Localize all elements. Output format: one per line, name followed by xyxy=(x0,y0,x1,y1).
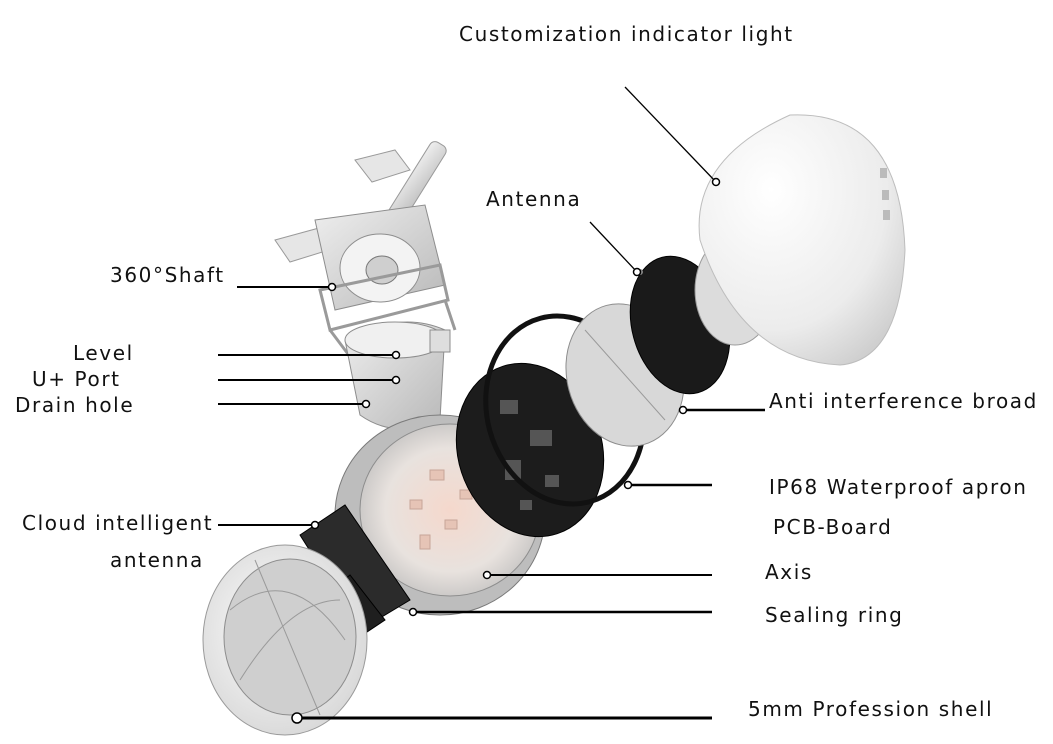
leader-antenna xyxy=(589,221,638,273)
label-anti-interference: Anti interference broad xyxy=(769,389,1038,413)
indicator-dome xyxy=(694,114,906,366)
label-axis: Axis xyxy=(765,560,813,584)
label-level: Level xyxy=(73,341,134,365)
shaft-bracket xyxy=(274,141,457,371)
label-cloud-antenna-line2: antenna xyxy=(110,548,204,572)
label-antenna: Antenna xyxy=(486,187,582,211)
label-drain-hole: Drain hole xyxy=(15,393,135,417)
label-cloud-antenna-line1: Cloud intelligent xyxy=(22,511,214,535)
leader-indicator xyxy=(624,86,717,183)
leader-dots xyxy=(291,177,721,724)
profession-shell xyxy=(202,544,368,736)
leader-lines xyxy=(218,86,765,720)
label-waterproof-apron: IP68 Waterproof apron xyxy=(769,475,1028,499)
connector-body xyxy=(344,321,451,430)
label-shaft: 360°Shaft xyxy=(110,263,225,287)
label-u-port: U+ Port xyxy=(32,367,121,391)
label-shell: 5mm Profession shell xyxy=(748,697,994,721)
label-indicator-light: Customization indicator light xyxy=(459,22,794,46)
label-pcb-board: PCB-Board xyxy=(773,515,893,539)
label-sealing-ring: Sealing ring xyxy=(765,603,904,627)
